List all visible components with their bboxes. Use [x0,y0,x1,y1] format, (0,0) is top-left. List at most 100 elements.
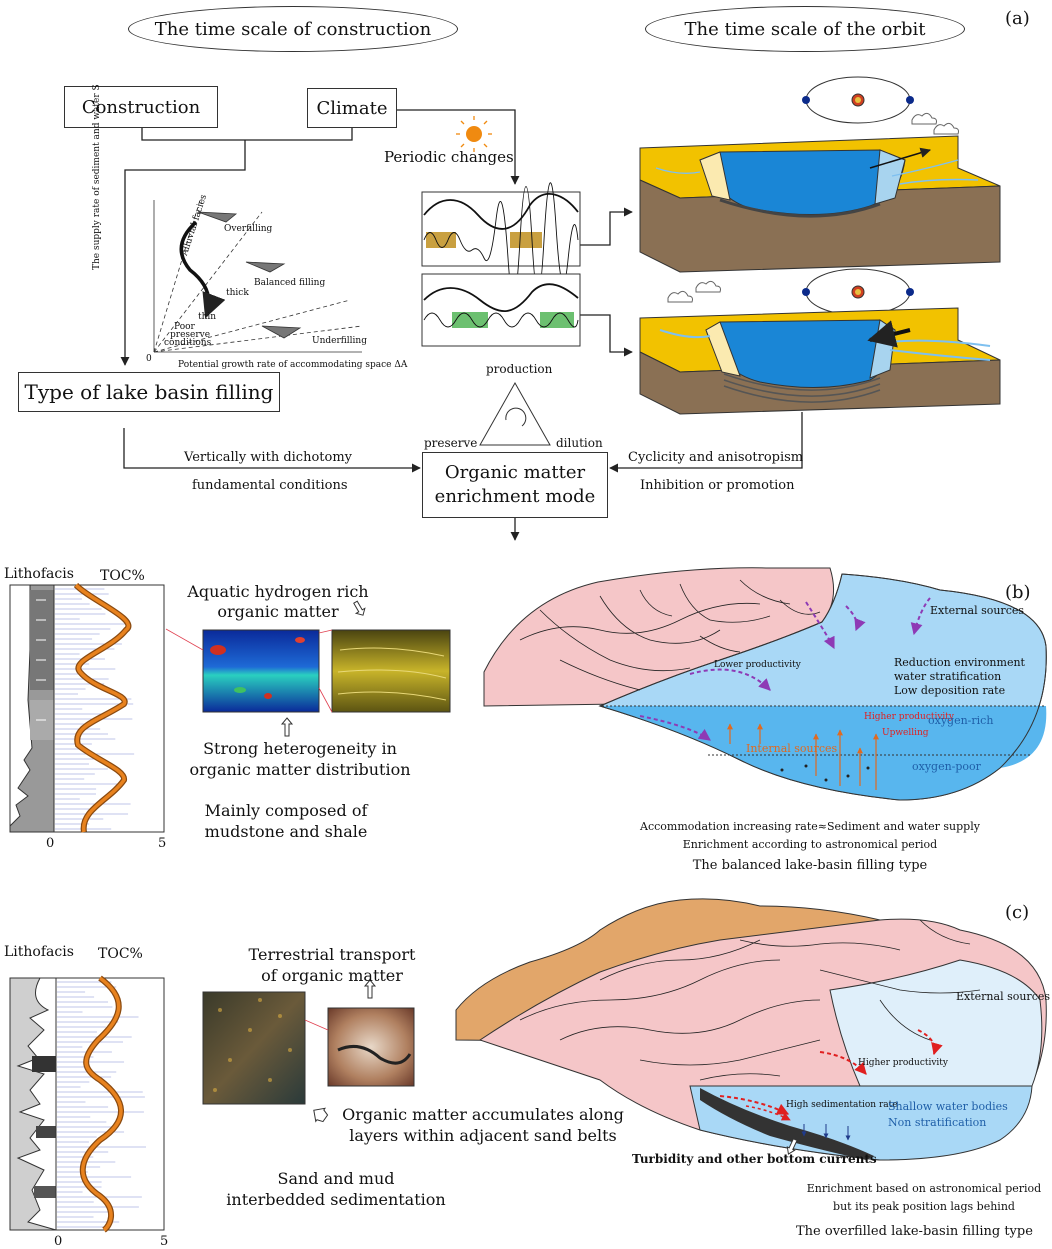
accumulation-line2: layers within adjacent sand belts [349,1126,617,1145]
om-enrichment-mode-box: Organic matter enrichment mode [422,452,608,518]
wave-box-bottom [421,273,581,347]
balanced-caption: Accommodation increasing rate≈Sediment a… [630,818,990,854]
preserve-small-label: preserve [170,330,211,340]
accumulation-caption: Organic matter accumulates along layers … [338,1104,628,1146]
lower-productivity-label: Lower productivity [714,660,801,670]
micrograph-b [165,628,451,713]
balanced-type-title: The balanced lake-basin filling type [692,858,928,873]
lithofacis-label-c: Lithofacis [4,944,74,960]
non-stratification-label: Non stratification [888,1116,987,1129]
construction-label: Construction [81,96,201,118]
sun-icon [456,116,492,152]
overfilled-caption-line1: Enrichment based on astronomical period [806,1182,1042,1195]
cyclicity-label: Cyclicity and anisotropism [628,450,804,465]
poor-label: Poor [174,322,195,332]
aquatic-caption: Aquatic hydrogen rich organic matter [178,582,378,622]
oxygen-poor-label: oxygen-poor [912,760,981,773]
axis-0-c: 0 [54,1234,63,1249]
lithology-column-c [9,977,57,1231]
micrograph-c [202,991,415,1105]
orbit-icon-bottom [802,268,914,316]
lithofacis-label-b: Lithofacis [4,566,74,582]
heterogeneity-caption: Strong heterogeneity in organic matter d… [182,738,418,780]
toc-label-c: TOC% [98,946,143,962]
overfilled-caption: Enrichment based on astronomical period … [804,1180,1044,1216]
aquatic-line1: Aquatic hydrogen rich [187,582,369,601]
terrestrial-line2: of organic matter [261,966,403,985]
orbit-timescale-label: The time scale of the orbit [684,18,926,40]
climate-box: Climate [307,88,397,128]
mudstone-caption: Mainly composed of mudstone and shale [186,800,386,842]
construction-timescale-label: The time scale of construction [154,18,432,40]
triangle-preserve-label: preserve [424,436,478,450]
panel-letter-c: (c) [1005,902,1030,923]
wave-box-top [421,182,581,299]
dilution-label: dilution [556,436,603,450]
thick-label: thick [226,288,249,298]
mudstone-line2: mudstone and shale [204,822,368,841]
basin-diagram-c [455,898,1047,1161]
reduction-environment-label: Reduction environment [894,656,1025,669]
toc-label-b: TOC% [100,568,145,584]
sand-mud-line2: interbedded sedimentation [226,1190,446,1209]
filling-chart [153,199,363,353]
chart-origin-label: 0 [146,354,152,364]
hollow-arrow-icon [313,979,377,1123]
conditions-label: conditions [164,338,212,348]
heterogeneity-line2: organic matter distribution [189,760,411,779]
accumulation-line1: Organic matter accumulates along [342,1105,624,1124]
internal-sources-label: Internal sources [746,742,838,755]
lake-filling-type-box: Type of lake basin filling [18,372,280,412]
basin-diagram-b [483,567,1047,801]
terrestrial-line1: Terrestrial transport [248,945,416,964]
high-sedimentation-label: High sedimentation rate [786,1100,898,1110]
heterogeneity-line1: Strong heterogeneity in [203,739,397,758]
external-sources-c: External sources [956,990,1051,1003]
axis-0-b: 0 [46,836,55,851]
thin-label: thin [198,312,217,322]
oxygen-rich-label: oxygen-rich [928,714,994,727]
construction-timescale-ellipse: The time scale of construction [128,6,458,52]
lithology-column-b [9,584,55,833]
chart-x-axis-label: Potential growth rate of accommodating s… [178,360,408,370]
balanced-filling-label: Balanced filling [254,278,326,288]
construction-box: Construction [64,86,218,128]
overfilled-caption-line2: but its peak position lags behind [833,1200,1015,1213]
shallow-water-label: Shallow water bodies [888,1100,1008,1113]
vertical-dichotomy-label: Vertically with dichotomy [184,450,353,465]
toc-plot-c [55,975,165,1233]
panel-letter-a: (a) [1005,8,1030,29]
hollow-arrow-icon [280,600,366,737]
overfilled-type-title: The overfilled lake-basin filling type [796,1224,1033,1239]
toc-plot-b [53,582,165,833]
basin-block-top [639,135,1001,273]
sand-mud-line1: Sand and mud [277,1169,395,1188]
sand-mud-caption: Sand and mud interbedded sedimentation [216,1168,456,1210]
climate-label: Climate [316,97,388,119]
lake-filling-type-label: Type of lake basin filling [24,380,274,404]
om-mode-line1: Organic matter [444,462,586,483]
balanced-caption-line2: Enrichment according to astronomical per… [682,838,938,851]
external-sources-b: External sources [930,604,1025,617]
om-mode-line2: enrichment mode [434,486,596,507]
upwelling-label: Upwelling [882,728,929,738]
balanced-caption-line1: Accommodation increasing rate≈Sediment a… [640,820,980,833]
low-deposition-label: Low deposition rate [894,684,1006,697]
higher-productivity-c: Higher productivity [858,1058,949,1068]
periodic-changes-label: Periodic changes [384,148,514,166]
production-label: production [486,362,553,376]
turbidity-label: Turbidity and other bottom currents [632,1152,877,1166]
panel-letter-b: (b) [1005,582,1031,603]
water-stratification-label: water stratification [894,670,1002,683]
terrestrial-caption: Terrestrial transport of organic matter [232,944,432,986]
overfilling-label: Overfilling [224,224,273,234]
mudstone-line1: Mainly composed of [204,801,368,820]
underfilling-label: Underfilling [312,336,367,346]
aquatic-line2: organic matter [217,602,339,621]
axis-5-b: 5 [158,836,167,851]
higher-productivity-b: Higher productivity [864,712,955,722]
basin-block-bottom [639,307,1001,415]
orbit-icon-top [802,76,914,124]
orbit-timescale-ellipse: The time scale of the orbit [645,6,965,52]
